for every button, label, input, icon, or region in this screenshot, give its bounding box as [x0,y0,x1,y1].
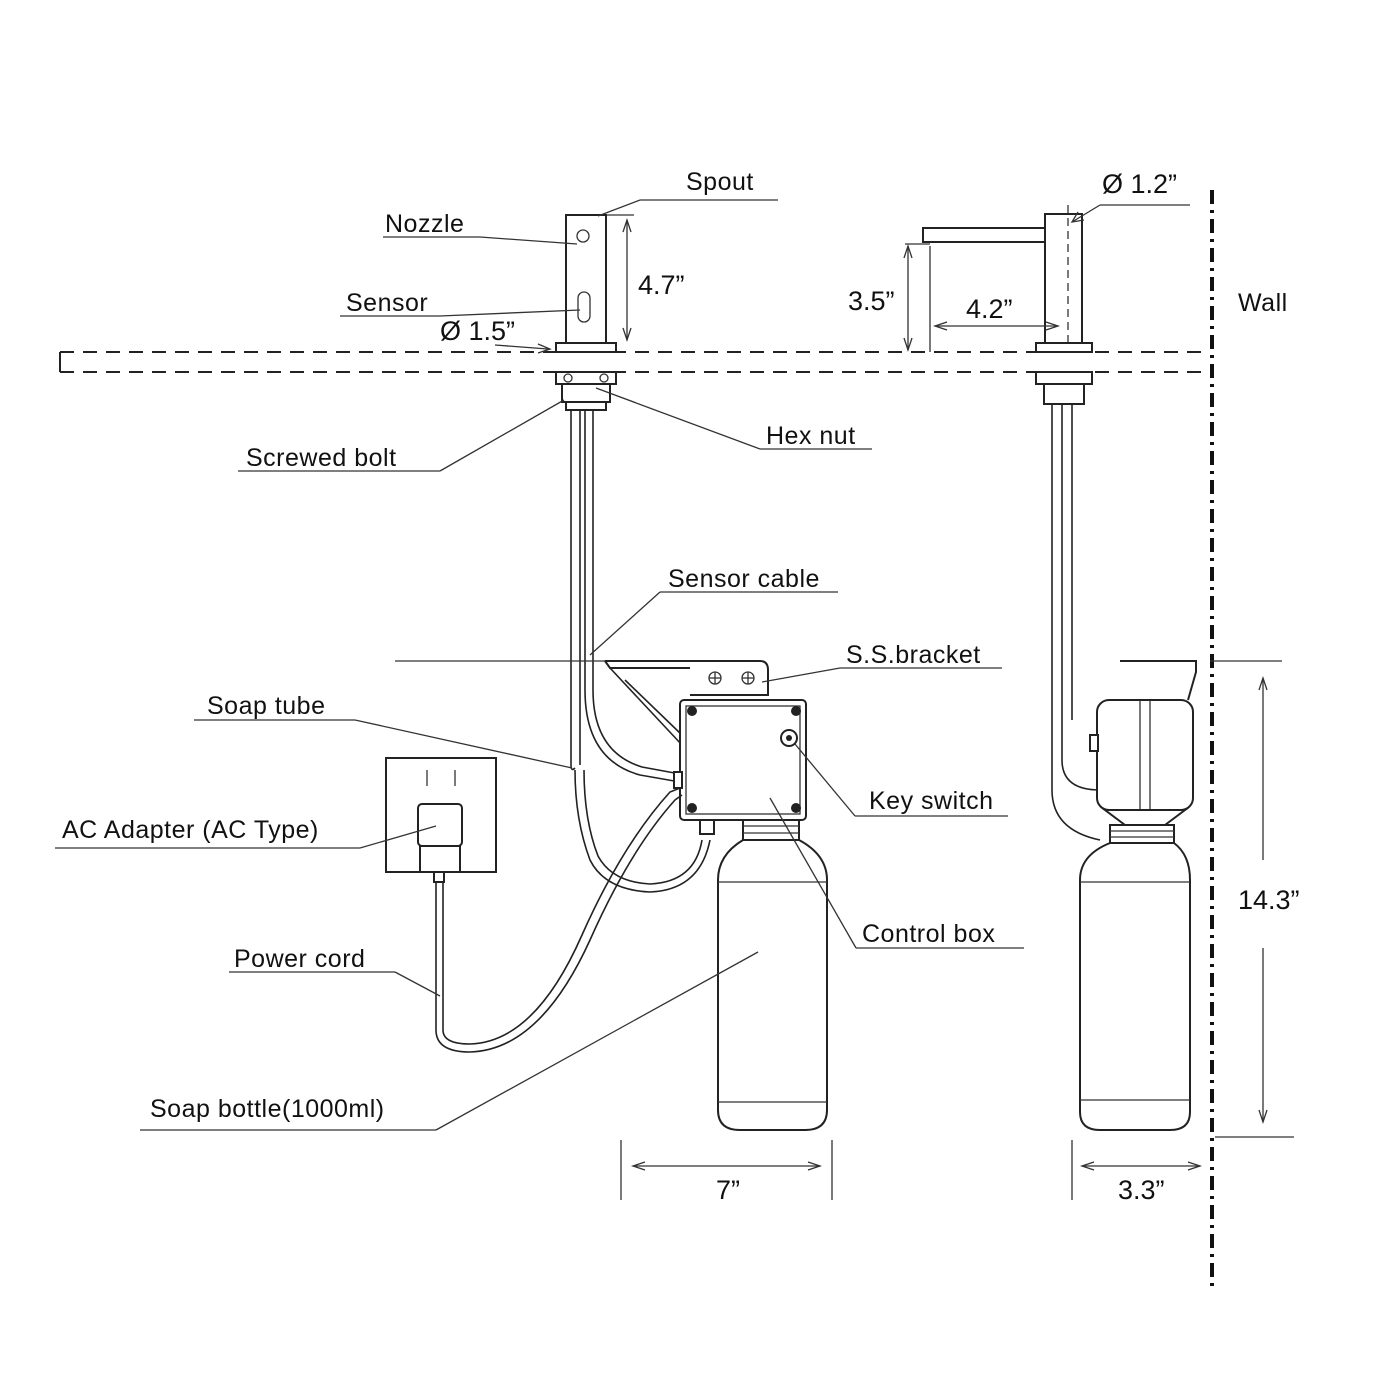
side-control-box [1089,660,1197,826]
dim-spout-height: 4.7” [638,270,685,300]
label-soap-bottle: Soap bottle(1000ml) [150,1095,385,1123]
front-mount [555,371,617,411]
label-ac-adapter: AC Adapter (AC Type) [62,816,319,844]
front-bracket [395,660,769,746]
leader-lines [55,199,1024,1131]
label-control-box: Control box [862,920,995,948]
label-spout: Spout [686,168,754,196]
countertop [59,351,1210,373]
dimension-lines [494,204,1294,1200]
label-sensor: Sensor [346,289,428,317]
side-soap-bottle [1079,824,1191,1131]
dim-side-height: 3.5” [848,286,895,316]
front-tubes [570,410,711,893]
front-faucet [555,214,617,353]
dim-total-height: 14.3” [1238,885,1300,915]
dim-side-width: 3.3” [1118,1175,1165,1205]
label-screwed-bolt: Screwed bolt [246,444,397,472]
dim-spout-diameter: Ø 1.5” [440,316,515,346]
label-key-switch: Key switch [869,787,993,815]
front-control-box [673,699,807,835]
label-hex-nut: Hex nut [766,422,856,450]
label-soap-tube: Soap tube [207,692,326,720]
label-nozzle: Nozzle [385,210,464,238]
label-sensor-cable: Sensor cable [668,565,820,593]
dim-reach: 4.2” [966,294,1013,324]
front-soap-bottle [717,819,828,1131]
ac-adapter-drawing [385,757,683,1053]
label-power-cord: Power cord [234,945,365,973]
dim-side-diameter: Ø 1.2” [1102,169,1177,199]
side-mount [1035,371,1101,841]
label-wall: Wall [1238,289,1288,317]
side-faucet [922,205,1093,353]
label-ss-bracket: S.S.bracket [846,641,981,669]
dim-front-width: 7” [716,1175,740,1205]
